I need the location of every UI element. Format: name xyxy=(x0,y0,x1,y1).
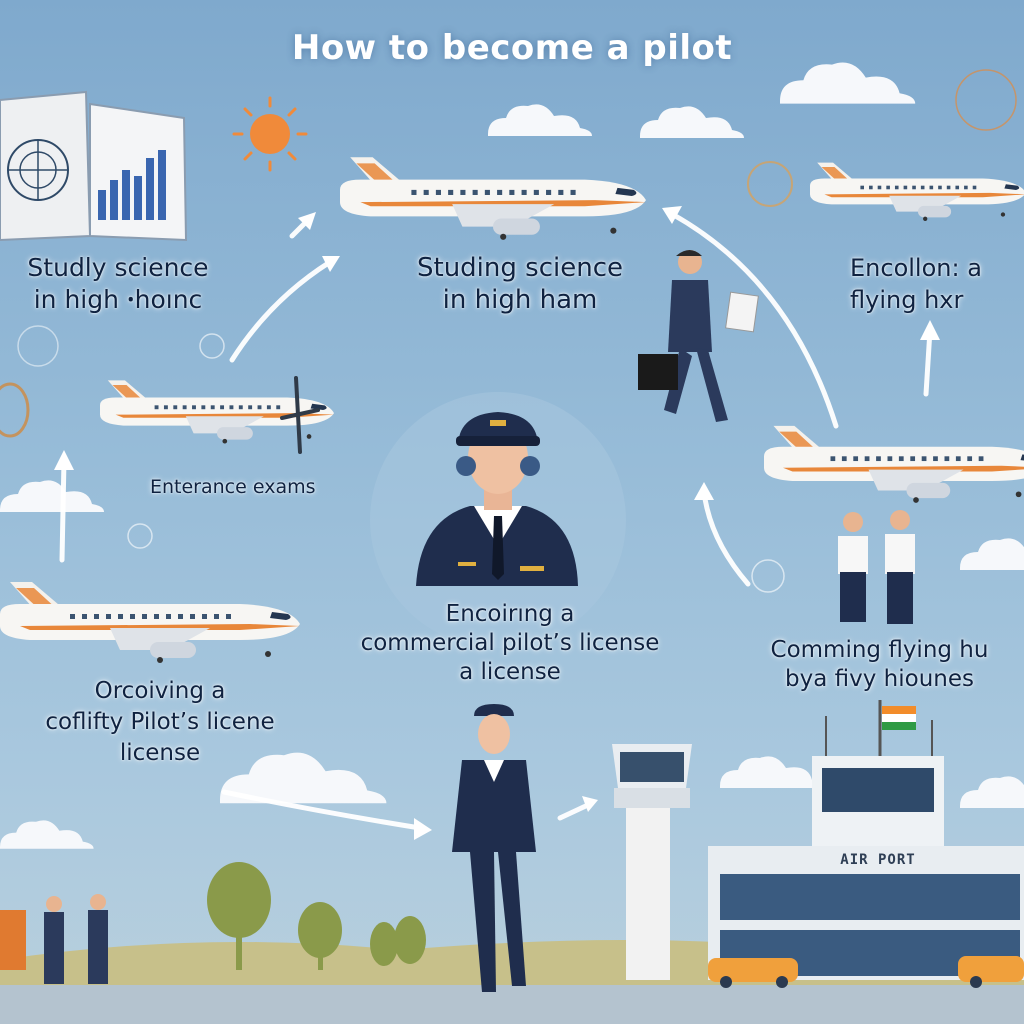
step-encollon: Encollon: a flying hxr xyxy=(850,252,1024,316)
step-flying-hours: Comming flying hu bya fivy hiounes xyxy=(735,636,1024,694)
airport-sign: AIR PORT xyxy=(840,852,916,868)
step-line: Studing science xyxy=(417,253,623,283)
control-tower xyxy=(612,744,692,980)
step-entrance-exams: Enterance exams xyxy=(150,474,390,500)
step-pilot-license: Orcoiving a coflifty Pilot’s licene lice… xyxy=(0,676,320,769)
page-title: How to become a pilot xyxy=(291,28,733,68)
step-line: Comming flying hu xyxy=(770,637,989,663)
step-line: in high ꞏhoınc xyxy=(33,285,203,314)
step-line: in high ham xyxy=(442,285,598,315)
step-line: flying hxr xyxy=(850,286,964,314)
walking-pilot xyxy=(452,704,536,992)
step-line: Enterance exams xyxy=(150,476,316,498)
walking-person xyxy=(638,250,759,422)
step-studing-science: Studing science in high ham xyxy=(380,252,660,316)
step-line: Encollon: a xyxy=(850,254,982,282)
airport-building xyxy=(708,700,1024,980)
step-line: Encoirıng a xyxy=(445,601,575,627)
pilots-pair xyxy=(838,510,915,624)
step-study-science: Studly science in high ꞏhoınc xyxy=(0,252,236,316)
step-line: commercial pilot’s license xyxy=(360,630,660,656)
pilot-portrait xyxy=(416,412,578,586)
step-line: bya fivy hiounes xyxy=(785,666,974,692)
sun-icon xyxy=(232,96,308,172)
step-commercial-license: Encoirıng a commercial pilot’s license a… xyxy=(320,600,700,687)
textbook-icon xyxy=(0,90,188,242)
step-line: license xyxy=(119,740,201,766)
step-line: a license xyxy=(459,659,561,685)
step-line: Studly science xyxy=(27,253,209,282)
step-line: coflifty Pilot’s licene xyxy=(45,709,275,735)
step-line: Orcoiving a xyxy=(94,678,226,704)
